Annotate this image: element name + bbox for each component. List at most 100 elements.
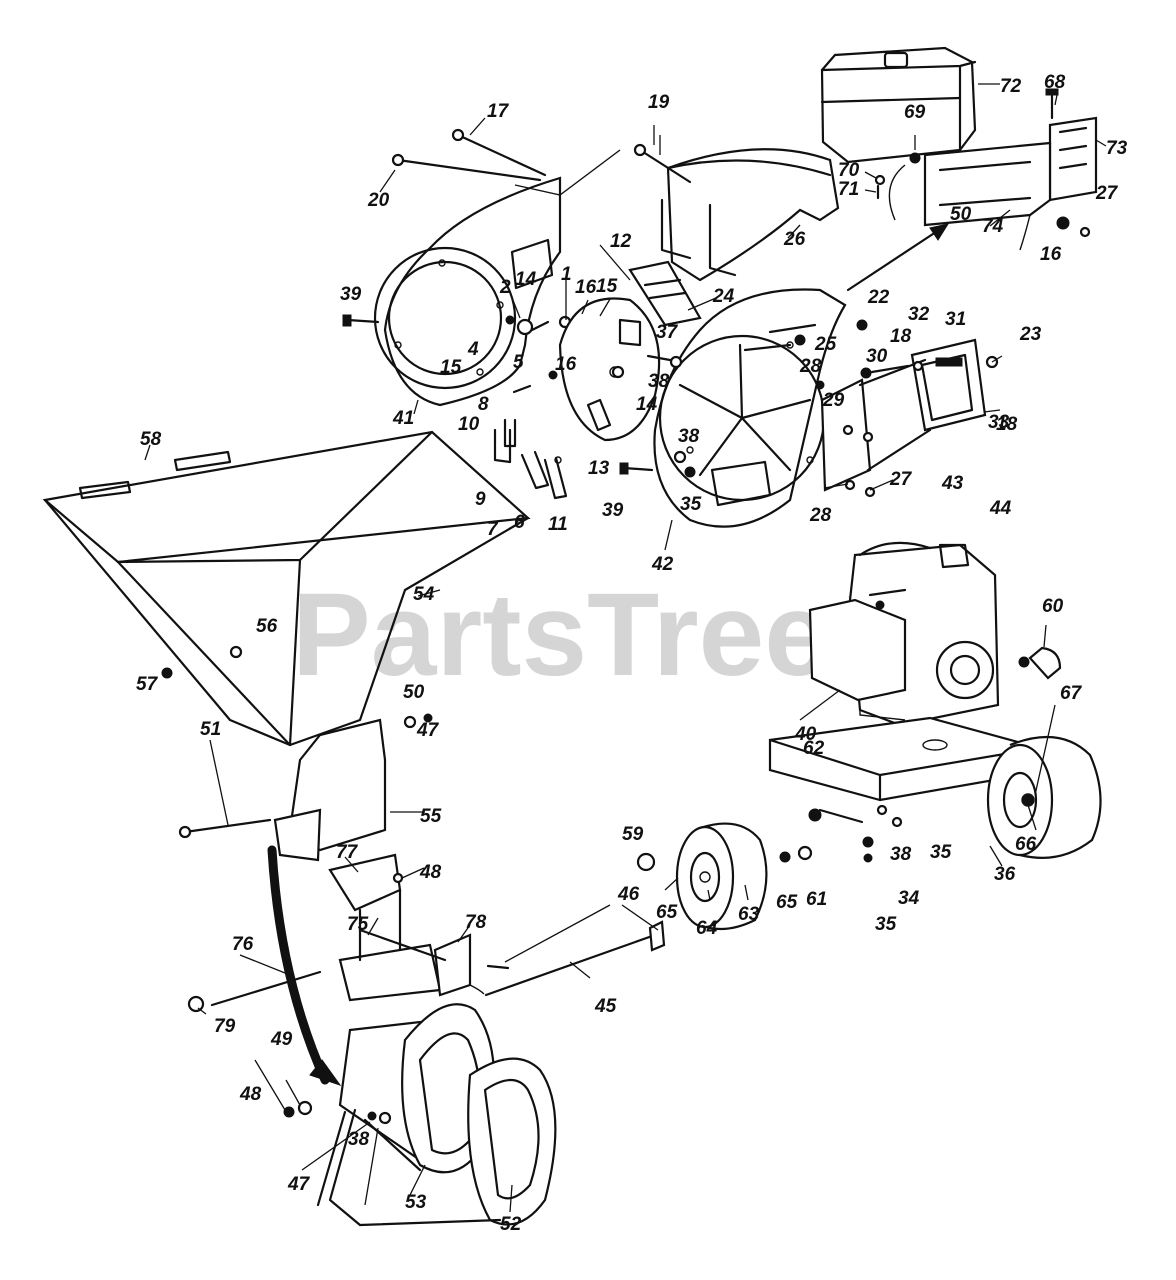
callout-18: 18 (996, 414, 1018, 435)
bolt-17 (451, 128, 547, 177)
callout-34: 34 (898, 888, 920, 909)
callout-50: 50 (950, 204, 972, 225)
spacer-61 (797, 845, 813, 861)
callout-77: 77 (336, 842, 359, 863)
nut-47-upper (423, 713, 433, 723)
discharge-deflector (633, 135, 840, 282)
nut-57 (161, 667, 173, 679)
callout-74: 74 (982, 216, 1004, 237)
callout-32: 32 (908, 304, 930, 325)
callout-71: 71 (838, 179, 859, 200)
engine (808, 541, 1000, 727)
fastener-70-71 (874, 174, 886, 200)
hopper-chute (273, 718, 387, 862)
callout-5: 5 (513, 352, 524, 373)
cap-67 (1022, 794, 1034, 806)
fastener-69 (909, 152, 921, 164)
callout-47: 47 (416, 720, 440, 741)
callout-22: 22 (867, 287, 890, 308)
callout-28: 28 (799, 356, 822, 377)
feed-hopper (42, 430, 531, 747)
callout-25: 25 (814, 334, 837, 355)
nut-47-lower (367, 1111, 377, 1121)
bolt-51 (178, 818, 272, 839)
bolt-37 (646, 354, 683, 369)
callout-14: 14 (636, 394, 658, 415)
callout-61: 61 (806, 889, 827, 910)
callout-63: 63 (738, 904, 760, 925)
callout-49: 49 (270, 1029, 293, 1050)
callout-18: 18 (890, 326, 912, 347)
callout-75: 75 (347, 914, 369, 935)
callout-48: 48 (239, 1084, 262, 1105)
callout-15: 15 (440, 357, 462, 378)
callout-79: 79 (214, 1016, 236, 1037)
washer-38-plate (876, 804, 888, 816)
callout-62: 62 (803, 738, 825, 759)
assembly-arrow (846, 226, 944, 292)
callout-7: 7 (487, 519, 499, 540)
nut-25 (794, 334, 806, 346)
callout-64: 64 (696, 918, 718, 939)
callout-53: 53 (405, 1192, 427, 1213)
callout-16: 16 (555, 354, 577, 375)
callout-1: 1 (561, 264, 572, 285)
rotor-disc (558, 297, 661, 442)
callout-15: 15 (596, 276, 618, 297)
leader-lines (144, 94, 1058, 1213)
callout-labels: 1245678910111213141415151616161718181920… (136, 72, 1128, 1235)
axle (808, 808, 864, 824)
callout-48: 48 (419, 862, 442, 883)
callout-17: 17 (487, 101, 510, 122)
callout-65: 65 (656, 902, 678, 923)
callout-27: 27 (889, 469, 913, 490)
callout-40: 40 (794, 724, 817, 745)
callout-12: 12 (610, 231, 632, 252)
callout-4: 4 (467, 339, 479, 360)
dash-line-top (514, 149, 621, 196)
callout-31: 31 (945, 309, 966, 330)
callout-50: 50 (403, 682, 425, 703)
nut-22 (856, 319, 868, 331)
callout-38: 38 (890, 844, 912, 865)
callout-55: 55 (420, 806, 442, 827)
callout-42: 42 (651, 554, 674, 575)
washer-49 (297, 1100, 313, 1116)
callout-11: 11 (548, 514, 568, 535)
callout-35: 35 (875, 914, 897, 935)
bolt-39-left (342, 314, 380, 327)
callout-39: 39 (340, 284, 362, 305)
callout-33: 33 (988, 412, 1010, 433)
washer-38-collar (378, 1111, 392, 1125)
cap-59 (636, 852, 656, 872)
discharge-collar (316, 1003, 557, 1227)
callout-72: 72 (1000, 76, 1022, 97)
callout-69: 69 (904, 102, 926, 123)
rod-76 (187, 970, 322, 1013)
callout-16: 16 (575, 277, 597, 298)
callout-67: 67 (1060, 683, 1083, 704)
callout-68: 68 (1044, 72, 1066, 93)
callout-43: 43 (941, 473, 964, 494)
callout-23: 23 (1019, 324, 1042, 345)
bag-bracket (328, 853, 472, 1002)
callout-38: 38 (678, 426, 700, 447)
callout-66: 66 (1015, 834, 1037, 855)
tank-bracket (888, 116, 1107, 251)
callout-44: 44 (989, 498, 1012, 519)
callout-73: 73 (1106, 138, 1128, 159)
callout-30: 30 (866, 346, 888, 367)
chipper-blade (628, 260, 702, 327)
washer-38-upper (611, 365, 625, 379)
callout-24: 24 (712, 286, 735, 307)
callout-54: 54 (413, 584, 435, 605)
callout-57: 57 (136, 674, 159, 695)
callout-59: 59 (622, 824, 644, 845)
callout-46: 46 (617, 884, 640, 905)
callout-38: 38 (648, 371, 670, 392)
callout-36: 36 (994, 864, 1016, 885)
assembly-arrowhead (929, 223, 950, 241)
relocation-arrow (267, 845, 330, 1085)
callout-2: 2 (499, 277, 511, 298)
